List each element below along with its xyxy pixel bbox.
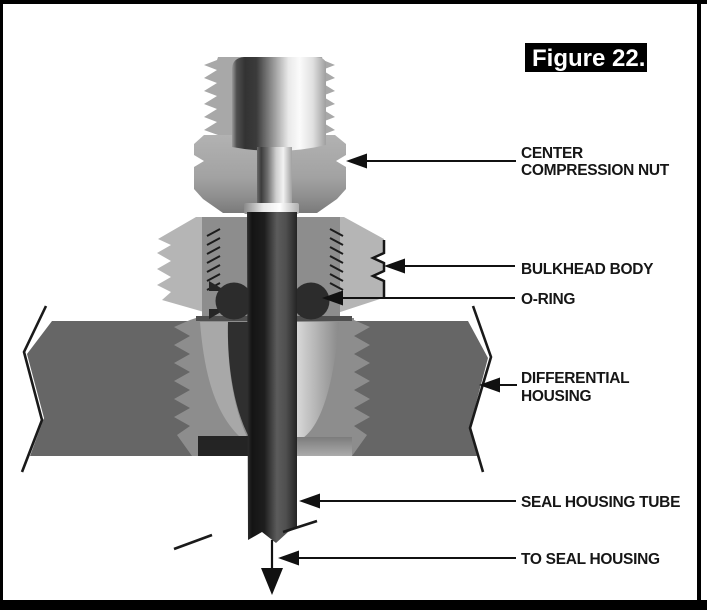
- figure-title-box: Figure 22.: [525, 43, 647, 72]
- cone-shadow-left: [227, 322, 250, 439]
- left-arrow-icon-o-ring: [322, 290, 343, 306]
- bulkhead-right-edge: [369, 240, 386, 297]
- compression-ferrule-cylinder: [232, 57, 326, 152]
- center-rod: [257, 147, 292, 205]
- left-arrow-icon-compression-nut: [346, 153, 367, 169]
- o-ring-right: [292, 282, 330, 320]
- left-arrow-icon-to-seal-housing: [278, 550, 299, 566]
- cone-left-wing: [200, 322, 247, 437]
- down-arrow-icon: [261, 568, 283, 595]
- figure-title-background: [525, 43, 647, 72]
- tube-break-tick-left: [173, 533, 213, 551]
- seal-housing-tube-part: [173, 212, 318, 595]
- label-center-compression-nut-line2: COMPRESSION NUT: [521, 162, 670, 179]
- tube-break-tick-right: [282, 519, 318, 534]
- bottom-light-bar: [297, 437, 352, 456]
- callout-labels: CENTER COMPRESSION NUT BULKHEAD BODY O-R…: [521, 145, 680, 568]
- center-rod-assembly: [232, 57, 326, 214]
- o-ring-seals: [209, 281, 330, 320]
- callout-leaders: [278, 153, 517, 566]
- label-seal-housing-tube: SEAL HOUSING TUBE: [521, 494, 680, 511]
- bottom-dark-strip: [198, 436, 250, 456]
- figure-title: Figure 22.: [532, 45, 645, 72]
- housing-break-edge-right: [468, 305, 493, 473]
- tube-collar-rim: [244, 203, 299, 214]
- label-center-compression-nut-line1: CENTER: [521, 145, 583, 162]
- o-ring-left: [215, 282, 253, 320]
- label-differential-housing-line1: DIFFERENTIAL: [521, 370, 629, 387]
- label-bulkhead-body: BULKHEAD BODY: [521, 261, 654, 278]
- tube-body: [247, 212, 297, 543]
- left-arrow-icon-seal-housing-tube: [299, 493, 320, 509]
- cone-right-surface: [297, 322, 339, 441]
- housing-break-edge-left: [20, 305, 48, 473]
- left-arrow-icon-differential-housing: [479, 377, 500, 393]
- left-arrow-icon-bulkhead-body: [384, 258, 405, 274]
- internal-thread-hatches-right: [329, 228, 344, 291]
- label-to-seal-housing: TO SEAL HOUSING: [521, 551, 660, 568]
- label-differential-housing-line2: HOUSING: [521, 388, 591, 405]
- label-o-ring: O-RING: [521, 291, 575, 308]
